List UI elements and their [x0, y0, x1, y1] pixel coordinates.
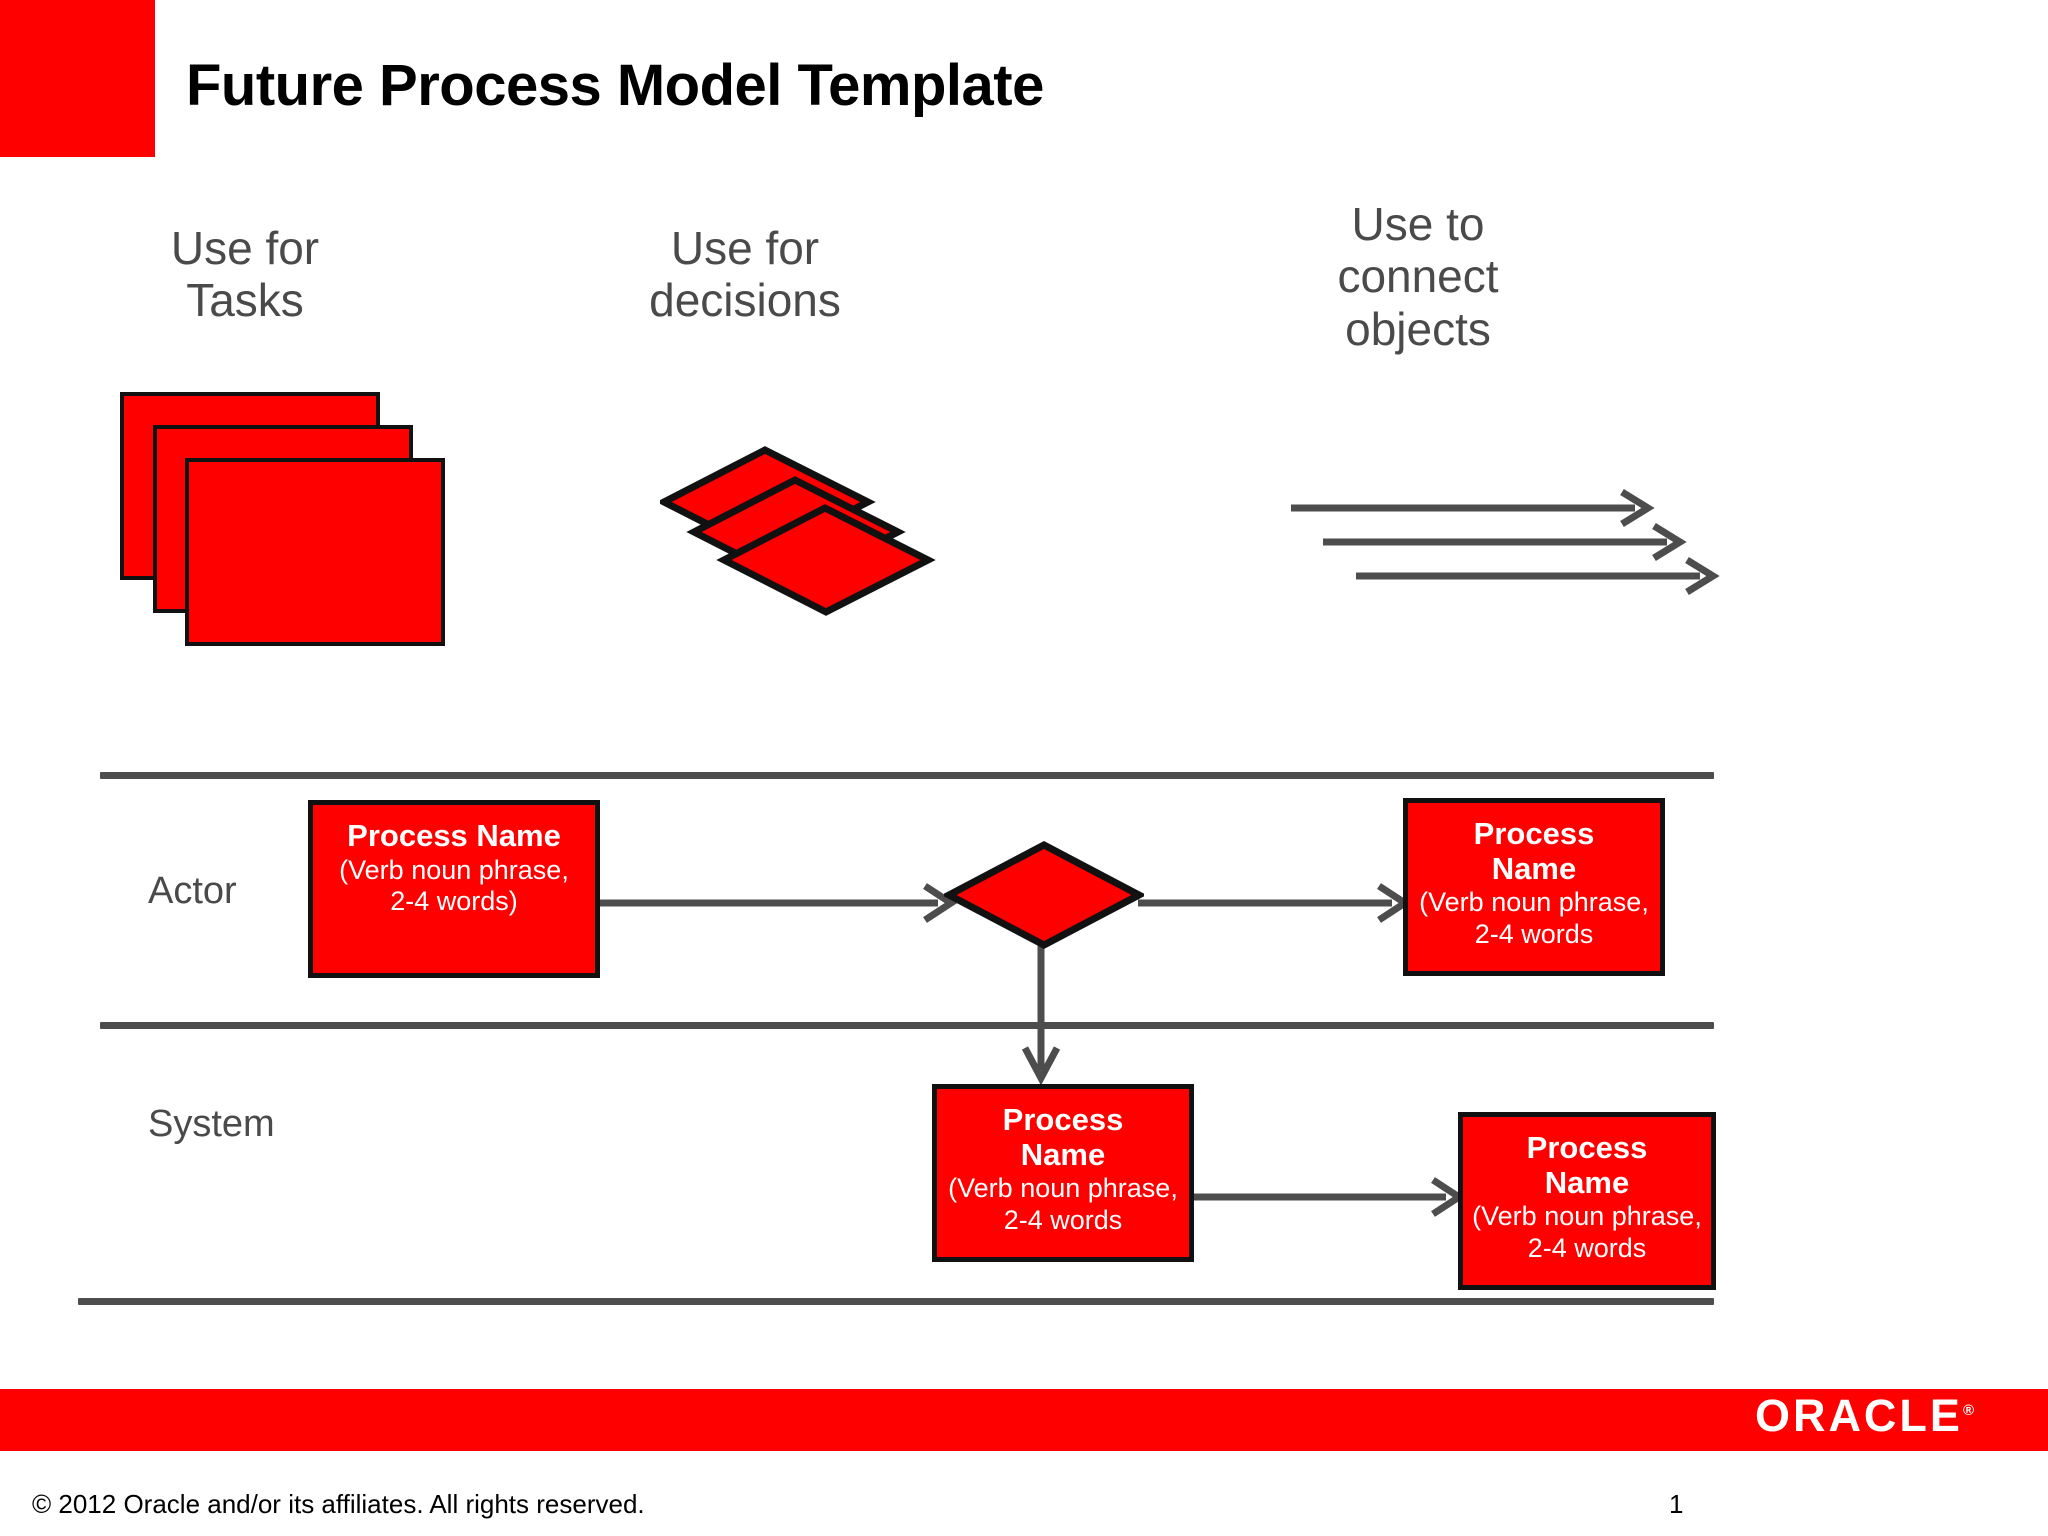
legend-caption-connectors-line2: connect — [1337, 250, 1499, 303]
process-node-2[interactable]: Process Name (Verb noun phrase, 2-4 word… — [1403, 798, 1665, 976]
process-node-2-title-line2: Name — [1491, 850, 1577, 886]
process-node-4-subtitle-line1: (Verb noun phrase, — [1472, 1201, 1702, 1232]
process-node-1-subtitle-line2: 2-4 words) — [390, 885, 518, 916]
connector-proc1-to-decision-head — [923, 883, 958, 923]
legend-caption-tasks-line2: Tasks — [186, 274, 304, 327]
process-node-3-subtitle-line2: 2-4 words — [1003, 1204, 1123, 1235]
process-node-2-subtitle-line1: (Verb noun phrase, — [1419, 887, 1649, 918]
footer-page-number: 1 — [1669, 1489, 1684, 1519]
process-node-3-subtitle-line1: (Verb noun phrase, — [948, 1173, 1178, 1204]
slide-corner-accent — [0, 0, 155, 157]
swimlane-label-system: System — [148, 1103, 275, 1145]
process-node-3[interactable]: Process Name (Verb noun phrase, 2-4 word… — [932, 1084, 1194, 1262]
footer-bar — [0, 1389, 2048, 1451]
connector-decision-to-proc3-head — [1021, 1046, 1061, 1086]
oracle-logo-text: ORACLE — [1754, 1390, 1963, 1441]
process-node-1-subtitle-line1: (Verb noun phrase, — [339, 854, 569, 885]
legend-caption-connectors-line1: Use to — [1351, 198, 1485, 250]
decision-rhombus-front — [716, 504, 936, 616]
decision-node[interactable] — [941, 840, 1147, 955]
task-rect-front — [185, 458, 445, 646]
registered-trademark-icon: ® — [1962, 1402, 1974, 1419]
decision-diamond — [941, 841, 1147, 949]
process-node-4-title-line2: Name — [1544, 1164, 1630, 1200]
connector-arrows-svg — [1291, 489, 1720, 595]
decision-rhombi-svg — [656, 446, 936, 616]
process-node-3-title-line2: Name — [1020, 1136, 1106, 1172]
process-node-2-subtitle-line2: 2-4 words — [1474, 918, 1594, 949]
legend-caption-tasks-line1: Use for — [170, 222, 320, 274]
legend-decision-shape-stack — [656, 420, 960, 625]
legend-caption-tasks: Use for Tasks — [100, 222, 390, 327]
swimlane-divider-top — [100, 772, 1714, 779]
swimlane-divider-bottom — [78, 1298, 1714, 1305]
decision-node-shape — [941, 841, 1147, 949]
swimlane-divider-middle — [100, 1022, 1714, 1029]
process-node-1-title: Process Name — [347, 818, 561, 853]
process-node-4[interactable]: Process Name (Verb noun phrase, 2-4 word… — [1458, 1112, 1716, 1290]
footer-copyright: © 2012 Oracle and/or its affiliates. All… — [32, 1489, 645, 1519]
legend-caption-decisions: Use for decisions — [590, 222, 900, 327]
legend-connector-arrows — [1290, 480, 1750, 625]
legend-caption-connectors: Use to connect objects — [1258, 198, 1578, 355]
swimlane-label-actor: Actor — [148, 870, 237, 912]
oracle-logo: ORACLE® — [1755, 1393, 1974, 1438]
process-node-1[interactable]: Process Name (Verb noun phrase, 2-4 word… — [308, 800, 600, 978]
legend-caption-decisions-line2: decisions — [649, 274, 841, 327]
process-node-3-title-line1: Process — [1002, 1102, 1124, 1137]
connector-arrow-head-2 — [1652, 523, 1687, 561]
page-title: Future Process Model Template — [186, 53, 1044, 118]
process-node-4-title-line1: Process — [1526, 1130, 1648, 1165]
legend-caption-connectors-line3: objects — [1345, 302, 1491, 355]
connector-arrow-head-3 — [1685, 557, 1720, 595]
connector-arrow-head-1 — [1620, 489, 1655, 527]
legend-caption-decisions-line1: Use for — [670, 222, 820, 274]
process-node-2-title-line1: Process — [1473, 816, 1595, 851]
process-node-4-subtitle-line2: 2-4 words — [1527, 1232, 1647, 1263]
